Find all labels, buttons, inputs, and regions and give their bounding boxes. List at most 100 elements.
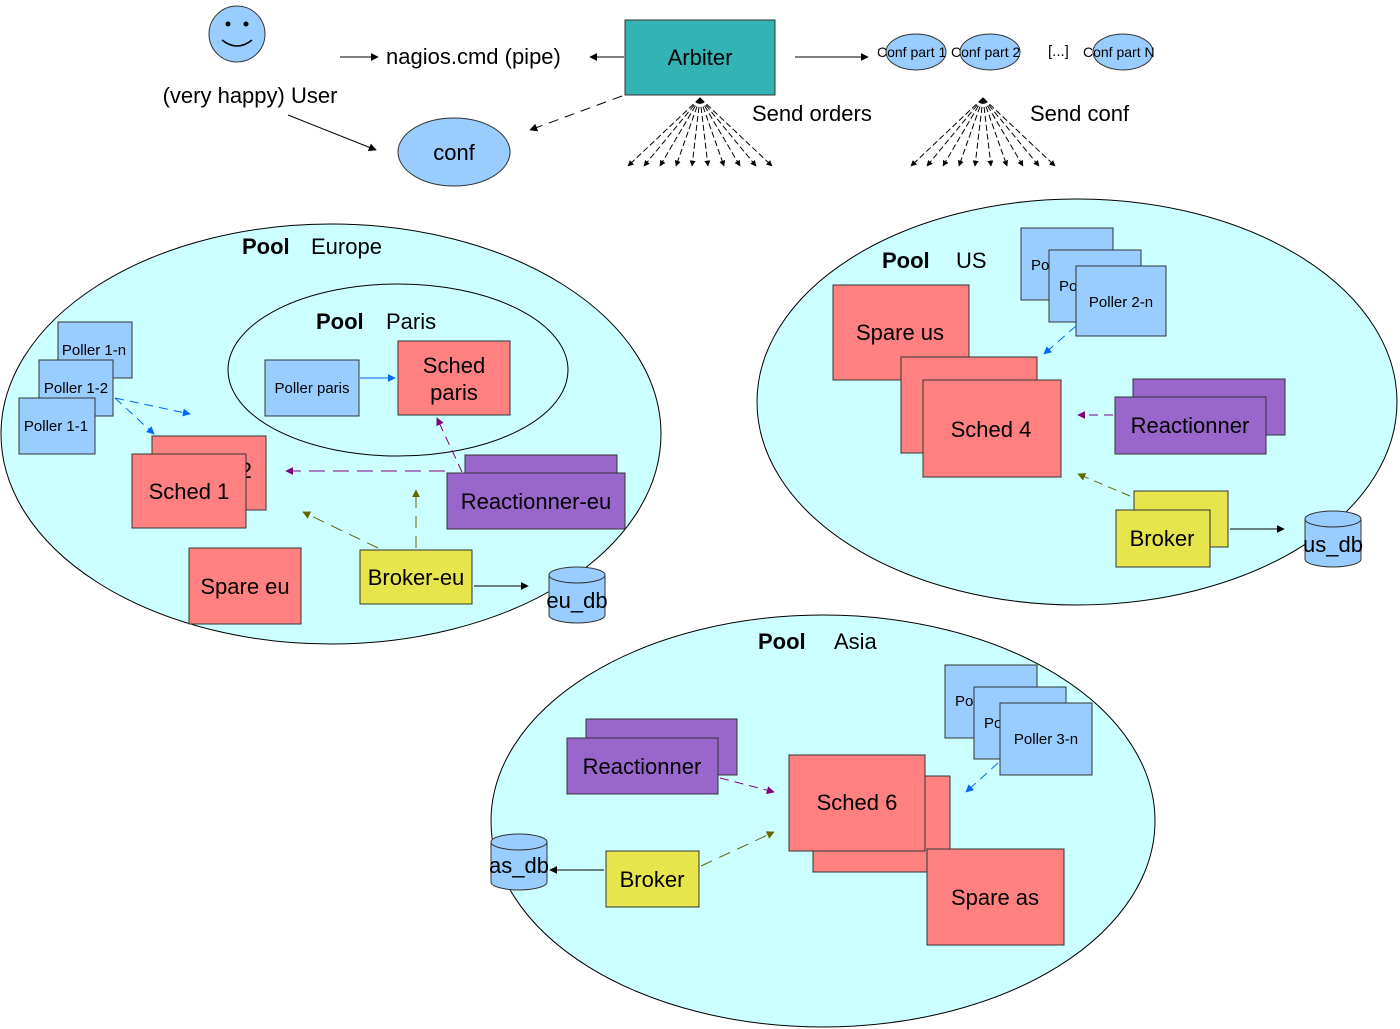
broadcast-ray	[699, 97, 773, 167]
poller-label: Po	[955, 693, 973, 710]
broker-to-sched-arrow	[302, 511, 379, 549]
broker-us-node	[1115, 509, 1211, 568]
eu-db-label: eu_db	[546, 588, 607, 613]
poller-to-sched-arrow	[965, 762, 999, 793]
poller-label: Poller 1-2	[44, 380, 108, 397]
broker-asia-node	[605, 850, 700, 908]
pool-word: Pool	[316, 309, 364, 334]
reactionner-asia-label: Reactionner	[583, 754, 702, 779]
arbiter-label: Arbiter	[668, 45, 733, 70]
poller-to-sched-arrow	[114, 397, 155, 435]
poller-node	[999, 702, 1093, 776]
as-db-label: as_db	[489, 853, 549, 878]
send-orders-label: Send orders	[752, 101, 872, 126]
broadcast-ray	[982, 97, 1009, 167]
broadcast-ray	[910, 97, 984, 167]
pool-europe: Pool Europe Pool Paris Poller paris Sche…	[0, 223, 662, 645]
sched-paris-label: Sched	[423, 353, 485, 378]
pool-asia: Pool Asia Po Po Poller 3-n Reactionner S…	[489, 614, 1156, 1028]
broadcast-ray	[674, 97, 701, 167]
broadcast-ray	[926, 97, 984, 167]
conf-label: conf	[433, 140, 475, 165]
reactionner-us-label: Reactionner	[1131, 413, 1250, 438]
sched-4-label: Sched 4	[951, 417, 1032, 442]
database-icon	[548, 566, 606, 624]
broker-to-sched-arrow	[1077, 473, 1131, 497]
spare-eu-node	[188, 547, 302, 625]
poller-label: Poller 3-n	[1014, 731, 1078, 748]
database-icon	[490, 833, 548, 891]
reactionner-eu-node	[446, 472, 626, 530]
broadcast-ray	[982, 97, 1056, 167]
broadcast-ray	[689, 97, 701, 167]
conf-part-label: Conf part 2	[951, 44, 1020, 60]
broadcast-ray	[982, 97, 994, 167]
sched-front-node	[131, 453, 247, 529]
poller-to-sched-arrow	[1043, 325, 1077, 355]
poller-node	[1075, 265, 1167, 337]
sched-paris-label: paris	[430, 380, 478, 405]
send-orders-fan-icon	[627, 97, 773, 167]
pool-us: Pool US Po Po Poller 2-n Spare us Sched …	[756, 198, 1398, 606]
conf-bubble	[397, 117, 511, 187]
send-conf-label: Send conf	[1030, 101, 1130, 126]
reactionner-to-sched-arrow	[719, 777, 775, 795]
broadcast-ray	[942, 97, 984, 167]
sched-4-node	[922, 379, 1062, 478]
broker-asia-label: Broker	[620, 867, 685, 892]
sched-6-node	[788, 754, 926, 852]
spare-eu-label: Spare eu	[200, 574, 289, 599]
broadcast-ray	[627, 97, 701, 167]
poller-paris-label: Poller paris	[274, 380, 349, 397]
pool-paris-name: Paris	[386, 309, 436, 334]
broadcast-ray	[972, 97, 984, 167]
conf-part-bubble	[959, 33, 1021, 71]
arbiter-node	[624, 19, 776, 96]
conf-parts-ellipsis: [...]	[1048, 43, 1069, 60]
poller-label: Po	[984, 715, 1002, 732]
sched-paris-node	[397, 340, 511, 416]
pool-word: Pool	[758, 629, 806, 654]
poller-paris-node	[264, 359, 360, 417]
broadcast-ray	[699, 97, 711, 167]
sched-front-label: Sched 1	[149, 479, 230, 504]
pool-word: Pool	[882, 248, 930, 273]
spare-as-label: Spare as	[951, 885, 1039, 910]
top-section: (very happy) User nagios.cmd (pipe) Arbi…	[163, 5, 1155, 187]
reactionner-to-sched-arrow	[436, 417, 463, 473]
pool-asia-name: Asia	[834, 629, 878, 654]
broker-eu-label: Broker-eu	[368, 565, 465, 590]
pipe-label: nagios.cmd (pipe)	[386, 44, 561, 69]
broadcast-ray	[643, 97, 701, 167]
sched-6-label: Sched 6	[817, 790, 898, 815]
broadcast-ray	[659, 97, 701, 167]
broadcast-ray	[699, 97, 757, 167]
smiley-face-icon	[208, 5, 266, 63]
us-db-label: us_db	[1303, 532, 1363, 557]
reactionner-us-node	[1114, 396, 1267, 455]
poller-label: Poller 2-n	[1089, 294, 1153, 311]
poller-label: Poller 1-1	[24, 418, 88, 435]
spare-as-node	[926, 848, 1065, 946]
spare-us-label: Spare us	[856, 320, 944, 345]
conf-part-bubble	[885, 33, 947, 71]
database-icon	[1304, 510, 1362, 568]
broker-eu-node	[359, 549, 473, 605]
poller-node	[18, 397, 96, 455]
poller-to-sched-arrow	[114, 397, 191, 417]
reactionner-eu-label: Reactionner-eu	[461, 489, 611, 514]
broadcast-ray	[982, 97, 1024, 167]
poller-label: Po	[1031, 257, 1049, 274]
user-to-conf-arrow	[287, 114, 377, 152]
conf-part-bubble	[1092, 33, 1154, 71]
broadcast-ray	[982, 97, 1040, 167]
poller-label: Poller 1-n	[62, 342, 126, 359]
broker-to-sched-arrow	[700, 831, 775, 867]
broadcast-ray	[699, 97, 726, 167]
arbiter-to-conf-arrow	[529, 95, 623, 132]
pool-us-name: US	[956, 248, 987, 273]
send-conf-fan-icon	[910, 97, 1056, 167]
poller-label: Po	[1059, 278, 1077, 295]
broadcast-ray	[957, 97, 984, 167]
